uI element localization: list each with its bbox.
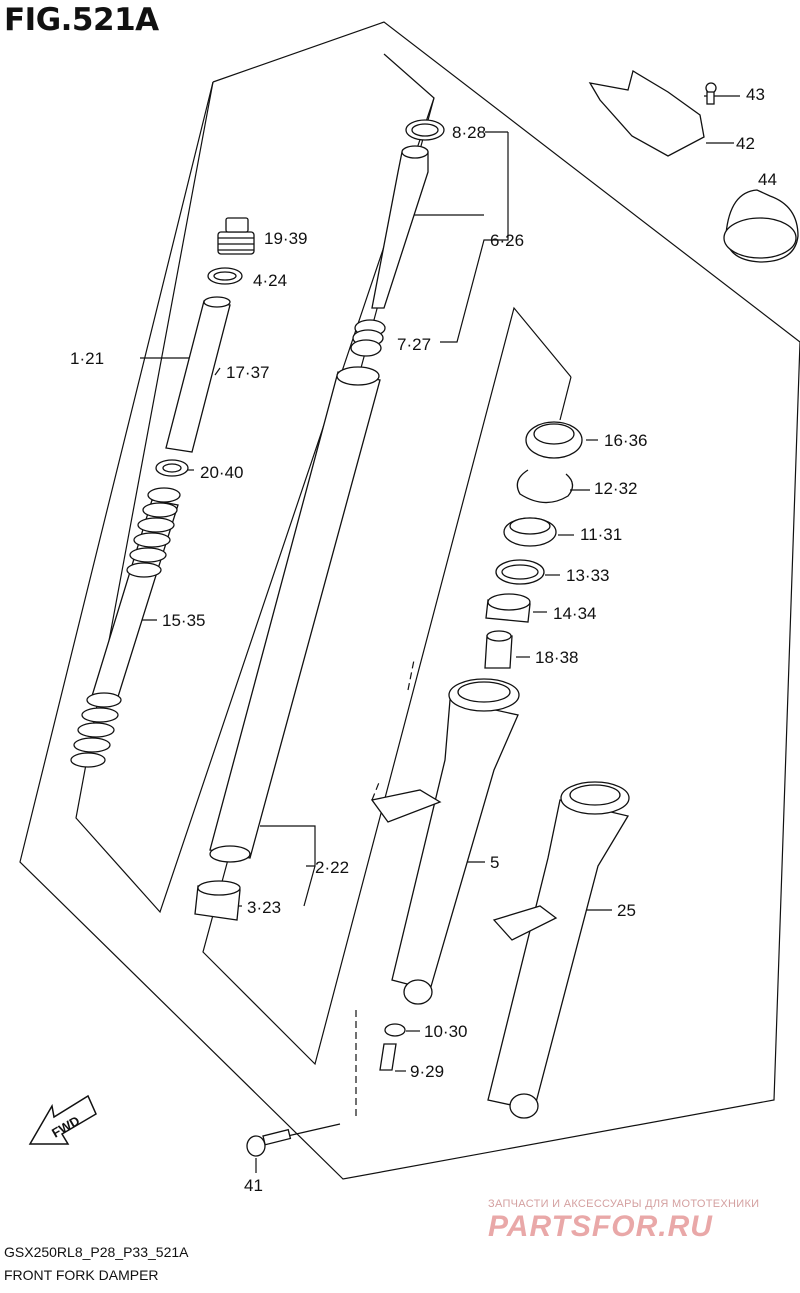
callout-44: 44 — [758, 170, 777, 189]
part-2-inner-tube — [209, 371, 381, 859]
callout-14-34: 14·34 — [553, 604, 596, 623]
callout-9-29: 9·29 — [410, 1062, 444, 1081]
callout-5: 5 — [490, 853, 499, 872]
callout-6-26: 6·26 — [490, 231, 524, 250]
callout-16-36: 16·36 — [604, 431, 647, 450]
part-5-outer-tube — [391, 699, 519, 991]
part-10-washer — [384, 1023, 406, 1037]
callout-43: 43 — [746, 85, 765, 104]
part-41-bolt — [246, 1128, 292, 1157]
part-42-bracket — [588, 69, 705, 157]
callout-7-27: 7·27 — [397, 335, 431, 354]
callout-10-30: 10·30 — [424, 1022, 467, 1041]
part-43-bolt — [705, 82, 717, 105]
part-17-spacer — [165, 300, 231, 453]
outer-frame — [19, 21, 800, 1180]
fwd-arrow — [28, 1094, 97, 1145]
callout-4-24: 4·24 — [253, 271, 287, 290]
callout-18-38: 18·38 — [535, 648, 578, 667]
callout-8-28: 8·28 — [452, 123, 486, 142]
left-panel — [75, 81, 435, 914]
callout-12-32: 12·32 — [594, 479, 637, 498]
callout-13-33: 13·33 — [566, 566, 609, 585]
callout-11-31: 11·31 — [580, 525, 622, 544]
part-7-spring — [350, 319, 386, 357]
middle-panel — [202, 53, 572, 1066]
part-6-damper-rod — [371, 151, 429, 309]
callout-42: 42 — [736, 134, 755, 153]
callout-15-35: 15·35 — [162, 611, 205, 630]
part-9-bolt — [379, 1043, 397, 1071]
callout-19-39: 19·39 — [264, 229, 307, 248]
callout-2-22: 2·22 — [315, 858, 349, 877]
figure-title: FIG.521A — [4, 2, 159, 38]
callout-17-37: 17·37 — [226, 363, 269, 382]
callout-25: 25 — [617, 901, 636, 920]
part-25-outer-tube — [487, 799, 630, 1111]
part-19-cap-bolt — [217, 217, 255, 255]
callout-1-21: 1·21 — [70, 349, 104, 368]
part-15-spring — [70, 487, 181, 768]
callout-3-23: 3·23 — [247, 898, 281, 917]
callout-41: 41 — [244, 1176, 263, 1195]
watermark-tagline: ЗАПЧАСТИ И АКСЕССУАРЫ ДЛЯ МОТОТЕХНИКИ — [488, 1198, 760, 1210]
footer-name: FRONT FORK DAMPER — [4, 1267, 159, 1283]
watermark-brand: PARTSFOR.RU — [488, 1210, 713, 1243]
part-12-clip — [516, 469, 574, 504]
footer-code: GSX250RL8_P28_P33_521A — [4, 1244, 189, 1260]
callout-20-40: 20·40 — [200, 463, 243, 482]
